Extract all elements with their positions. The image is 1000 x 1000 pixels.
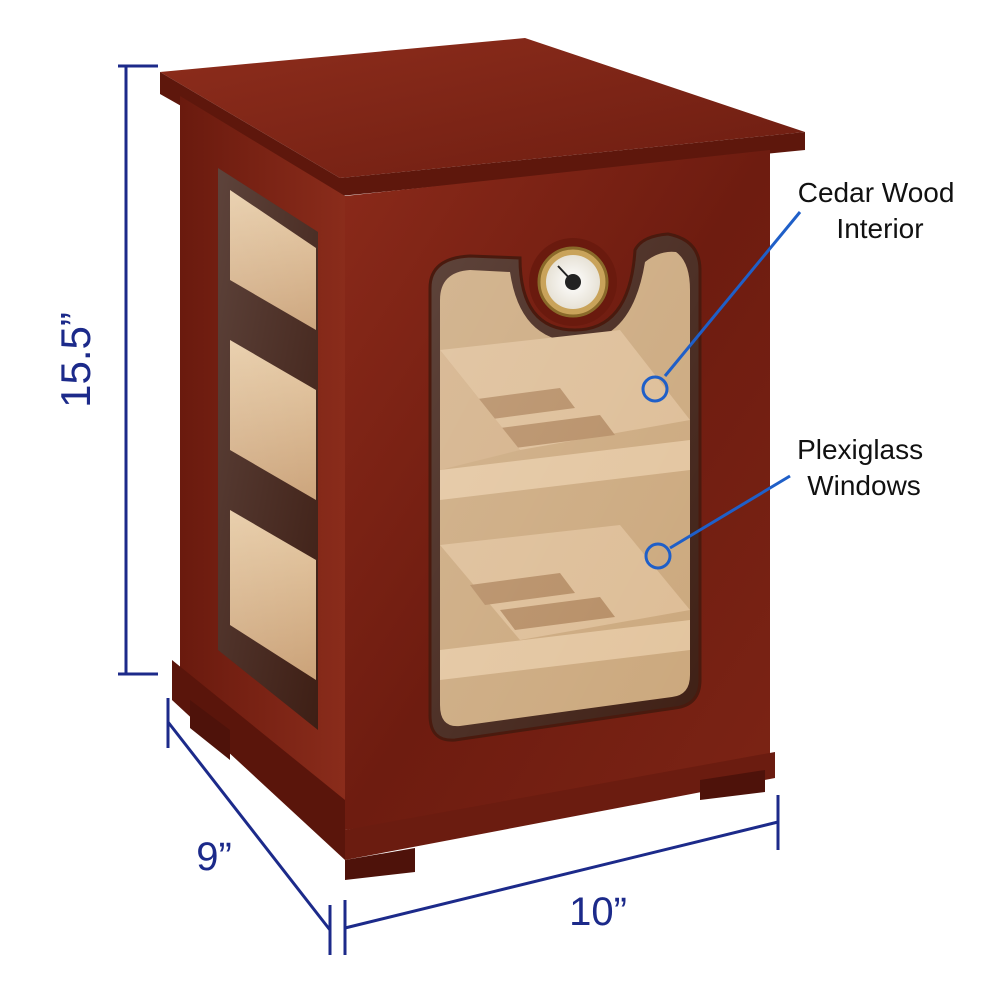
callout-interior-line-2: Interior [836, 213, 923, 244]
callout-windows-line-2: Windows [807, 470, 921, 501]
width-dimension [343, 795, 780, 955]
cabinet-foot [345, 848, 415, 880]
callout-windows-label: Plexiglass Windows [797, 434, 931, 501]
depth-dimension [166, 698, 332, 955]
cabinet-foot [700, 770, 765, 800]
cabinet-base-front [345, 752, 775, 860]
height-dimension [118, 64, 158, 676]
width-dimension-label: 10” [569, 890, 627, 934]
humidor-cabinet [160, 38, 805, 880]
cabinet-top [160, 38, 805, 178]
depth-dimension-label: 9” [196, 835, 232, 879]
side-window-glass [218, 168, 318, 730]
height-dimension-label: 15.5” [52, 312, 99, 408]
callout-windows-line-1: Plexiglass [797, 434, 923, 465]
callout-interior-line-1: Cedar Wood [798, 177, 955, 208]
callout-windows-line [644, 474, 791, 570]
hygrometer-gauge [529, 238, 617, 326]
front-window-glass [428, 232, 702, 742]
callout-interior-label: Cedar Wood Interior [798, 177, 962, 244]
callout-interior-line [641, 211, 802, 403]
cabinet-foot [190, 700, 230, 760]
cabinet-base-side [172, 660, 345, 860]
